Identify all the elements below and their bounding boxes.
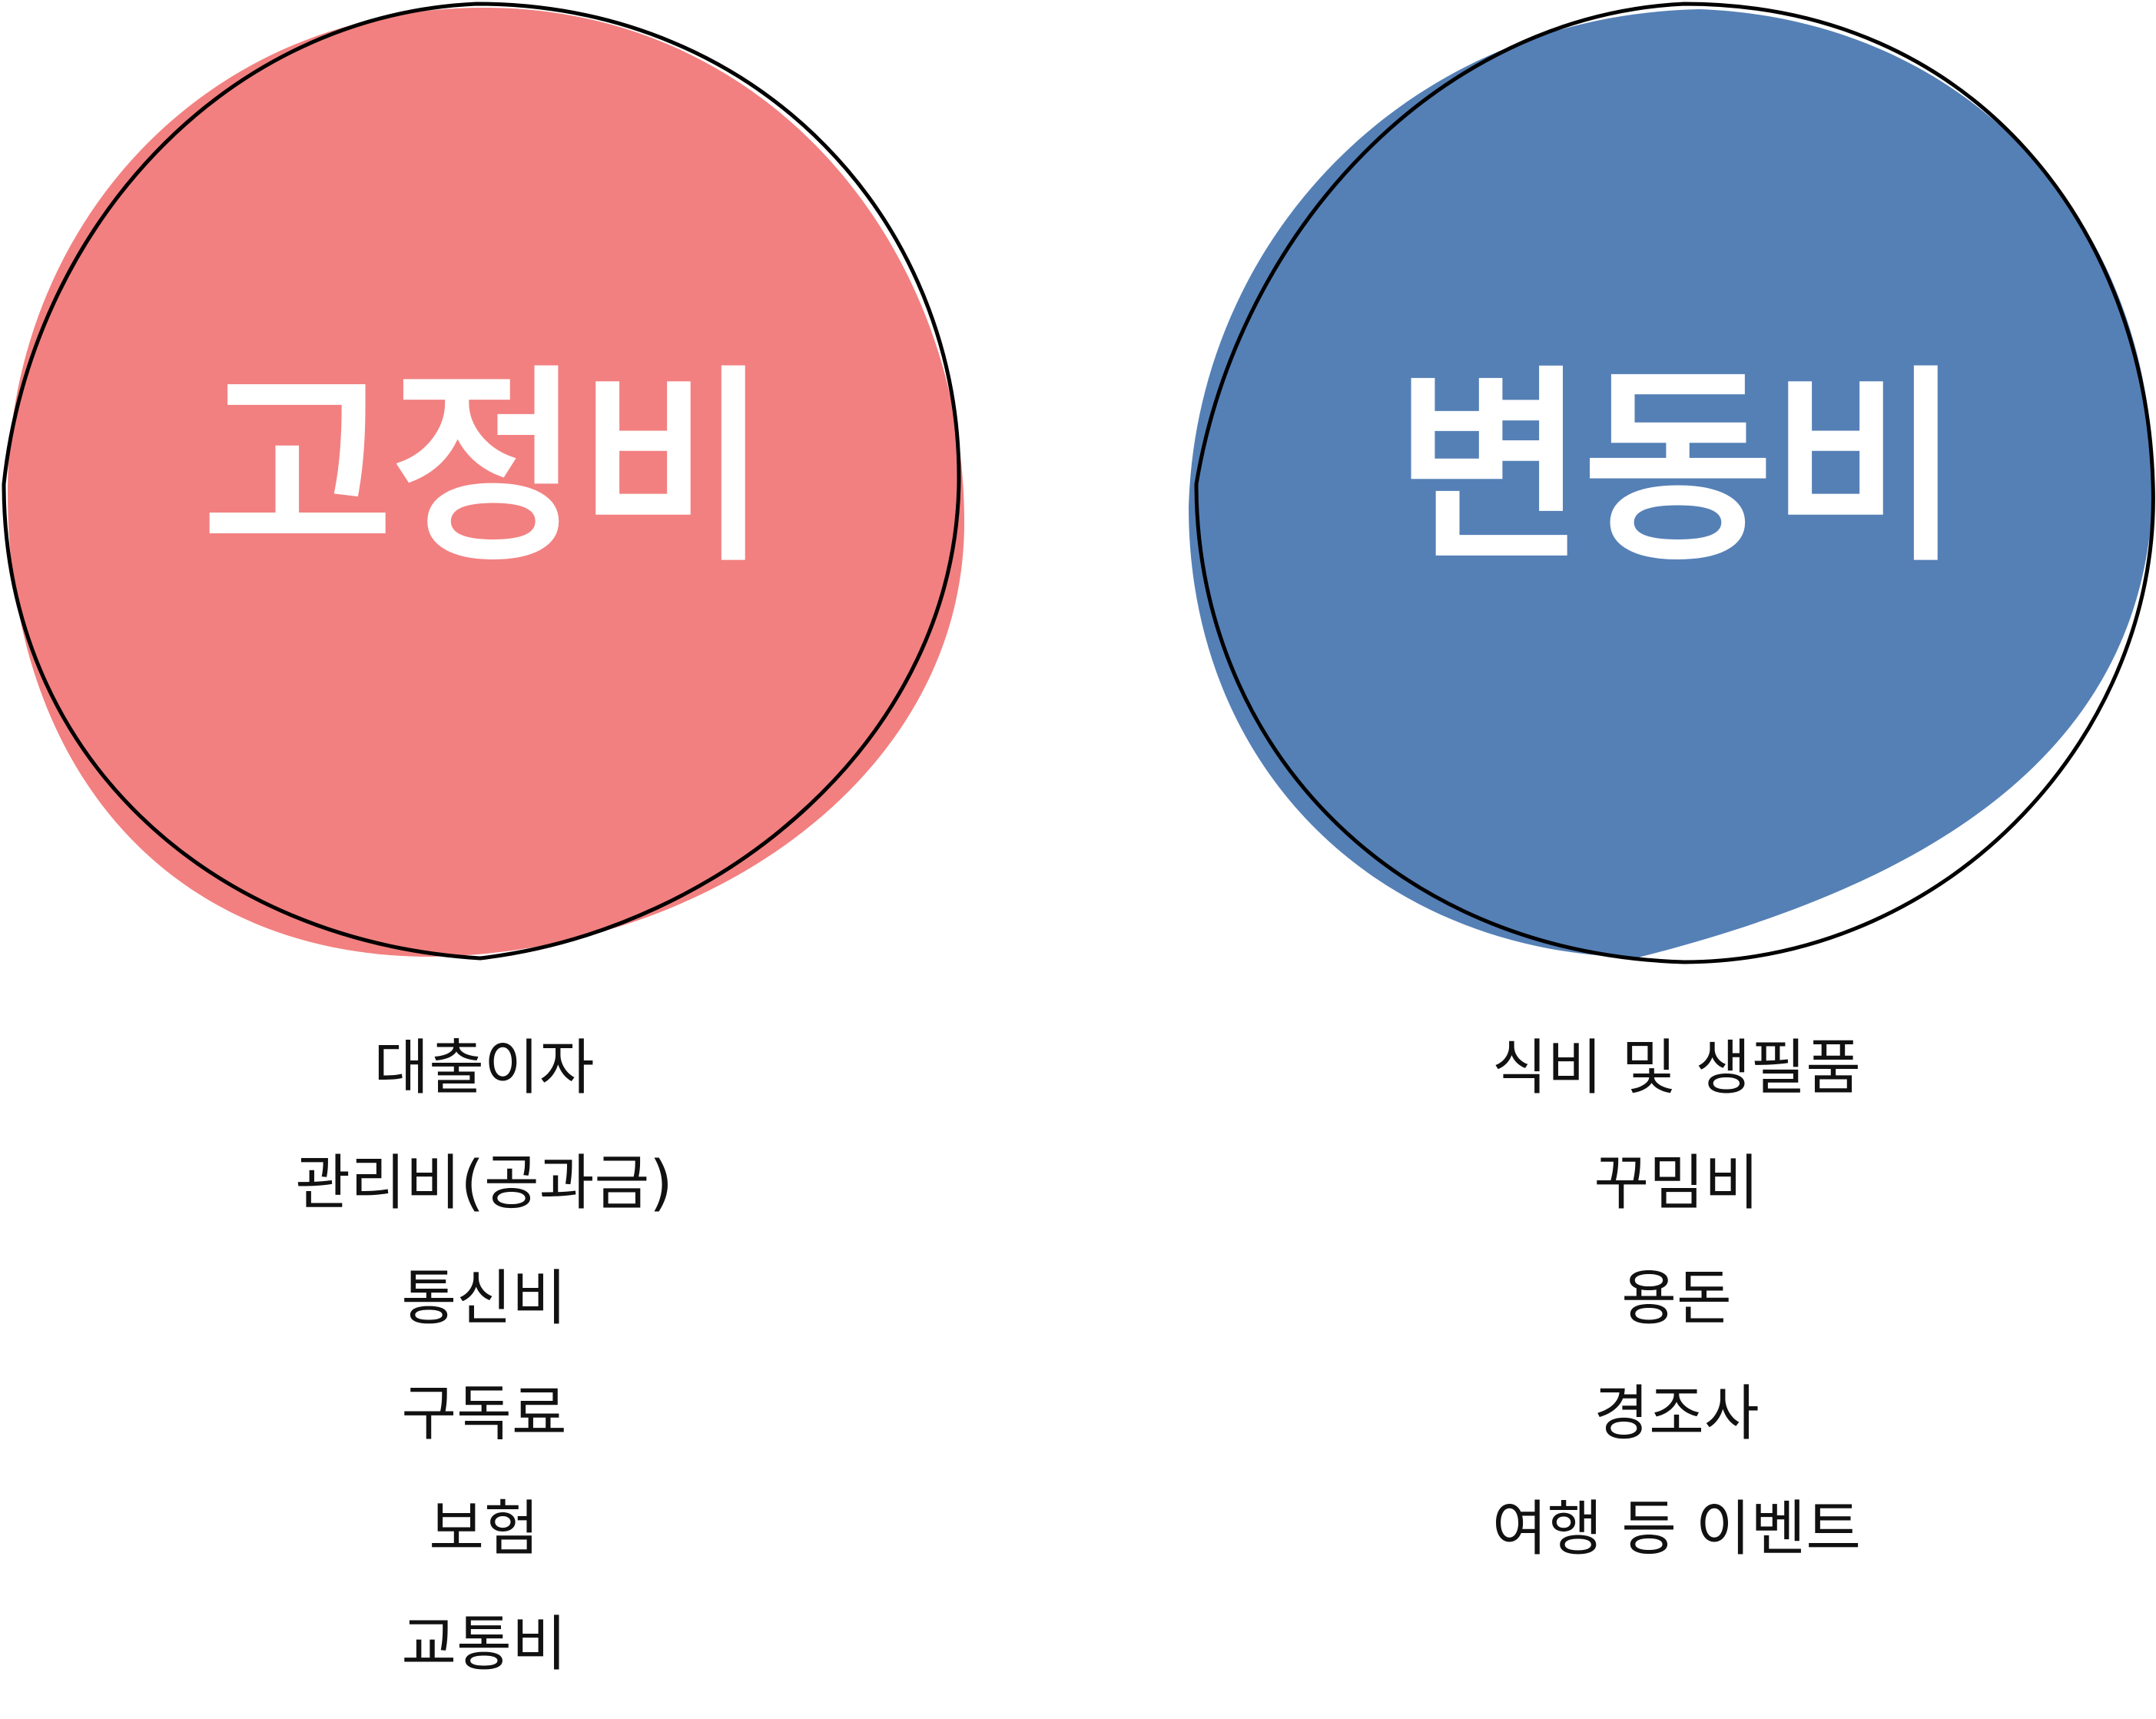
fixed-cost-item: 통신비 — [401, 1264, 567, 1333]
variable-cost-circle-outline — [1194, 2, 2155, 964]
fixed-cost-item: 대출이자 — [373, 1034, 595, 1103]
variable-cost-item: 여행 등 이벤트 — [1491, 1495, 1862, 1564]
variable-cost-circle — [1189, 2, 2155, 964]
fixed-cost-item: 보험 — [429, 1495, 539, 1564]
fixed-cost-title: 고정비 — [202, 347, 768, 589]
variable-cost-title: 변동비 — [1395, 347, 1961, 589]
fixed-cost-circle-outline — [2, 2, 961, 961]
fixed-cost-circle-fill — [8, 8, 964, 957]
fixed-cost-circle — [2, 2, 964, 961]
fixed-cost-item: 교통비 — [401, 1610, 567, 1679]
variable-cost-item: 식비 및 생필품 — [1491, 1034, 1862, 1103]
variable-cost-circle-fill — [1189, 9, 2154, 957]
variable-cost-item: 꾸밈비 — [1594, 1149, 1760, 1218]
variable-cost-item: 용돈 — [1621, 1264, 1732, 1333]
fixed-cost-item: 구독료 — [401, 1379, 567, 1449]
fixed-cost-item: 관리비(공과금) — [295, 1149, 673, 1218]
variable-cost-item: 경조사 — [1594, 1379, 1760, 1449]
